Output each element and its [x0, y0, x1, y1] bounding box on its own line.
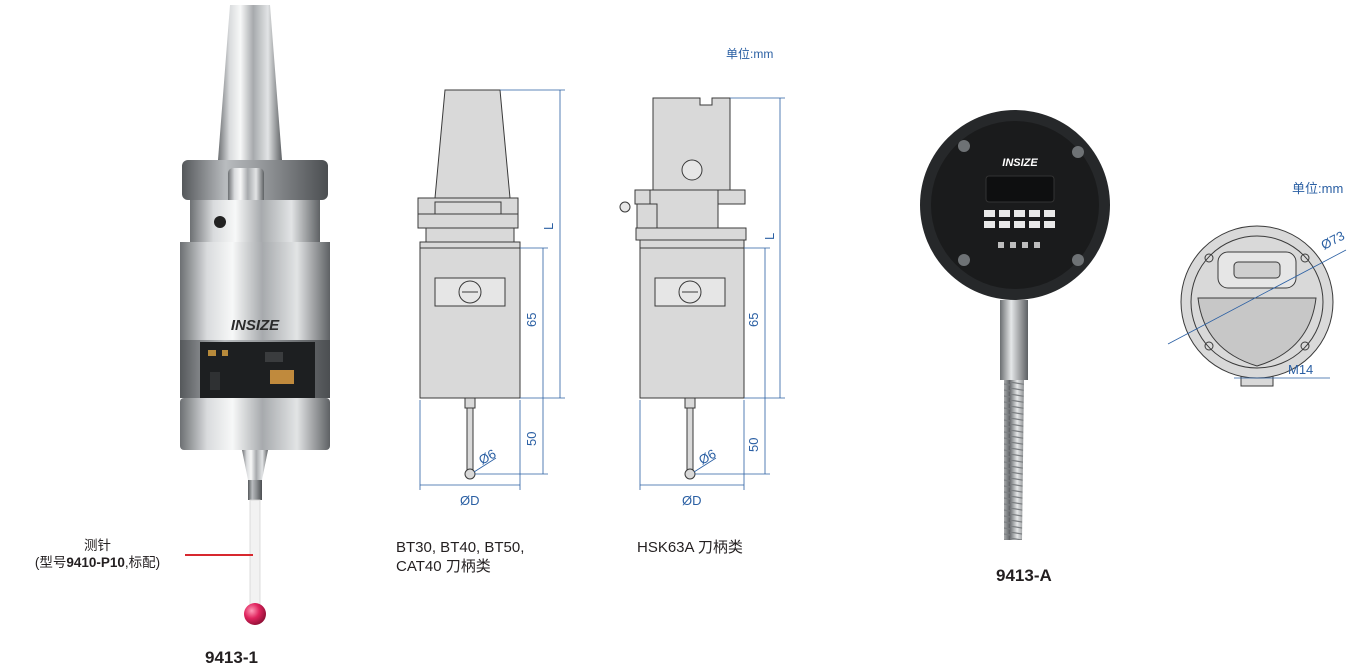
hsk-dim-stylus: Ø6 — [696, 446, 719, 468]
collar — [190, 200, 320, 242]
receiver-led-grid — [984, 210, 1055, 228]
hsk-dim-65: 65 — [746, 313, 761, 327]
stylus-callout-line — [185, 554, 253, 556]
collar-hole — [214, 216, 226, 228]
probe-model-label: 9413-1 — [205, 648, 258, 667]
probe-brand-logo: INSIZE — [231, 317, 280, 334]
stylus-ruby-ball — [244, 603, 266, 625]
bt-dim-65: 65 — [524, 313, 539, 327]
hsk-dim-50: 50 — [746, 438, 761, 452]
probe-photo: INSIZE — [180, 5, 330, 625]
receiver-dimension-lines — [1167, 249, 1347, 379]
bt-caption-line1: BT30, BT40, BT50, — [396, 539, 525, 556]
bt-caption: BT30, BT40, BT50, CAT40 刀柄类 — [396, 538, 524, 576]
receiver-dim-thread: M14 — [1288, 362, 1313, 377]
probe-body — [180, 242, 330, 340]
receiver-display — [985, 175, 1055, 203]
stylus-label-model-line: (型号9410-P10,标配) — [34, 555, 161, 570]
receiver-connector — [1000, 300, 1028, 380]
hsk-dimension-lines — [639, 97, 785, 490]
stylus-model-number: 9410-P10 — [66, 555, 125, 570]
hsk-caption: HSK63A 刀柄类 — [637, 539, 743, 556]
bt-dim-body: ØD — [460, 493, 480, 508]
receiver-dim-diameter: Ø73 — [1318, 228, 1347, 253]
hsk-dim-L: L — [762, 233, 777, 240]
receiver-model-label: 9413-A — [996, 566, 1052, 585]
bt-dim-L: L — [541, 223, 556, 230]
bt-drawing — [417, 89, 521, 480]
bt-dim-50: 50 — [524, 432, 539, 446]
bt-dim-stylus: Ø6 — [476, 446, 499, 468]
hsk-drawing — [619, 97, 747, 480]
receiver-brand-logo: INSIZE — [1002, 157, 1038, 169]
hsk-dim-body: ØD — [682, 493, 702, 508]
receiver-photo: INSIZE — [920, 110, 1110, 540]
lower-body — [180, 398, 330, 450]
receiver-unit-label: 单位:mm — [1292, 181, 1344, 196]
receiver-status-icons — [998, 242, 1040, 248]
stylus-label-title: 测针 — [84, 538, 111, 553]
receiver-hose — [1004, 380, 1024, 540]
receiver-drawing: Ø73 M14 — [1167, 225, 1347, 387]
bt-dimension-lines — [419, 89, 565, 490]
taper-shank — [218, 5, 282, 160]
technical-drawings: L 65 50 Ø6 ØD L 65 50 Ø6 ØD — [417, 89, 785, 508]
stylus-label: 测针 (型号9410-P10,标配) — [10, 537, 185, 571]
bt-caption-line2: CAT40 刀柄类 — [396, 558, 491, 575]
stylus-holder — [242, 450, 268, 480]
drawing-unit-label: 单位:mm — [726, 47, 774, 61]
